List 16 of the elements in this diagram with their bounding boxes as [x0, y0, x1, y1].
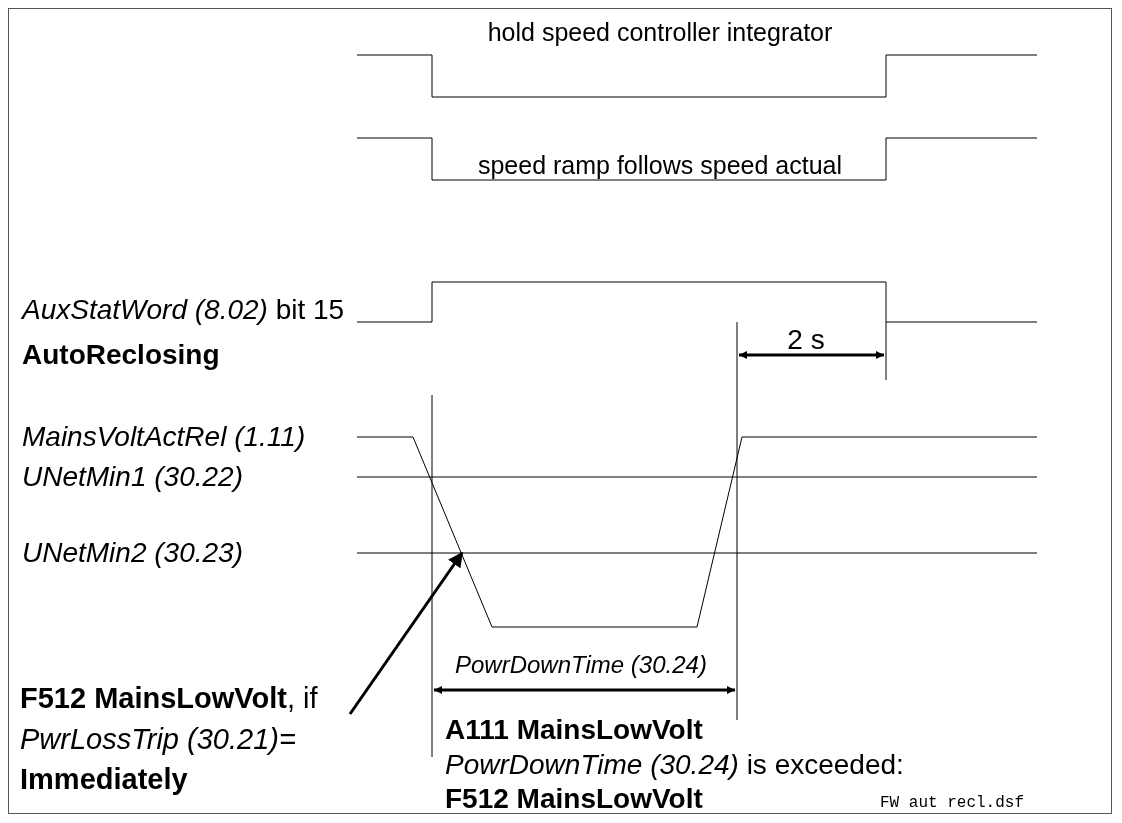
label-text: A111 MainsLowVolt — [445, 713, 703, 747]
label-text: AuxStatWord (8.02) bit 15 — [22, 293, 345, 327]
label-text: MainsVoltActRel (1.11) — [22, 420, 306, 454]
voltage-waveform — [356, 436, 1038, 628]
label-text: F512 MainsLowVolt — [445, 782, 703, 816]
leader-arrow — [348, 551, 464, 715]
label-text: UNetMin1 (30.22) — [22, 460, 243, 494]
label-text: PowrDownTime (30.24) is exceeded: — [445, 748, 904, 782]
label-text: AutoReclosing — [22, 338, 220, 372]
label-text: 2 s — [787, 323, 825, 357]
label-text: speed ramp follows speed actual — [477, 150, 843, 180]
label-text: UNetMin2 (30.23) — [22, 536, 243, 570]
annotation-text: F512 MainsLowVolt, if PwrLossTrip (30.21)= Immediately — [20, 678, 350, 800]
label-text: hold speed controller integrator — [487, 17, 833, 47]
label-text: PowrDownTime (30.24) — [455, 650, 707, 680]
file-name-label: FW aut recl.dsf — [880, 794, 1025, 814]
